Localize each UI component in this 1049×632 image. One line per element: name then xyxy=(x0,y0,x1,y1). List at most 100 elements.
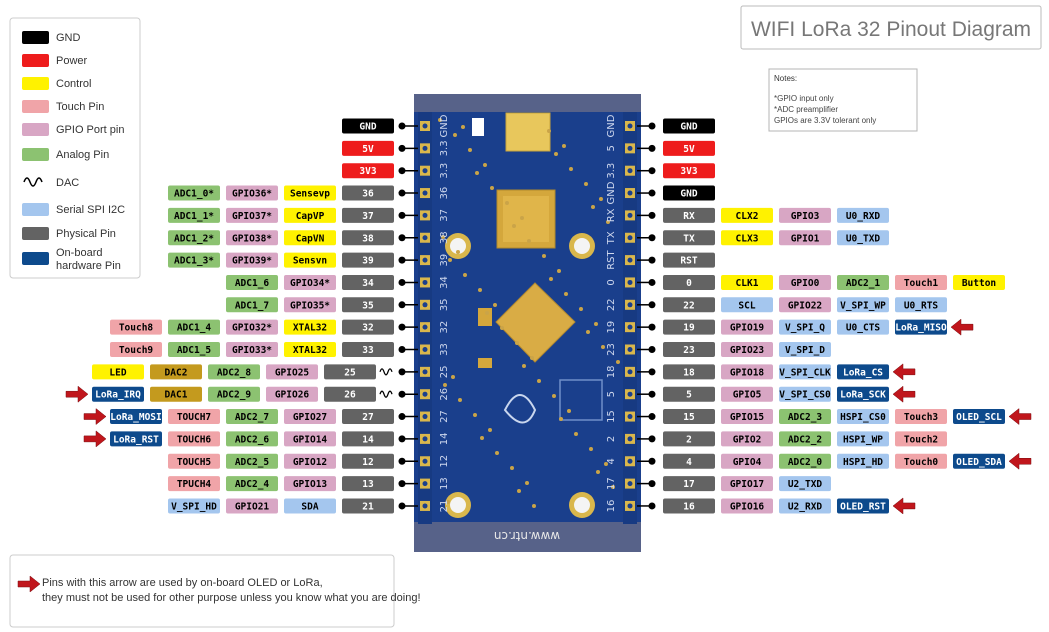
pin-label-gpio: GPIO12 xyxy=(284,453,336,469)
notes-line: *GPIO input only xyxy=(774,94,834,103)
pad-hole xyxy=(422,369,428,375)
legend-item-physical: Physical Pin xyxy=(22,227,116,240)
pin-label-text: GPIO3 xyxy=(791,211,820,222)
pin-label-text: LoRa_MOSI xyxy=(110,412,161,423)
via-dot xyxy=(468,148,472,152)
pad-hole xyxy=(422,257,428,263)
pin-dot xyxy=(398,457,406,465)
pin-label-text: 4 xyxy=(686,457,692,468)
pin-label-box xyxy=(266,364,318,380)
pin-label-text: ADC1_1* xyxy=(174,211,214,222)
pin-label-physical: 36 xyxy=(342,185,394,201)
via-dot xyxy=(579,307,583,311)
pin-label-box xyxy=(168,476,220,492)
via-dot xyxy=(475,171,479,175)
silkscreen-label-left: 38 xyxy=(439,231,450,244)
silkscreen-label-right: 19 xyxy=(606,321,617,334)
pin-label-text: 3V3 xyxy=(680,166,697,177)
pin-label-text: 38 xyxy=(362,233,374,244)
pin-label-physical: 27 xyxy=(342,409,394,425)
pin-label-box xyxy=(110,342,162,357)
pin-label-text: 36 xyxy=(362,189,374,200)
smd-part xyxy=(478,308,492,326)
legend-label: GND xyxy=(56,32,81,44)
legend-swatch xyxy=(22,148,49,161)
pin-label-touch: TOUCH5 xyxy=(168,453,220,469)
pad-hole xyxy=(627,123,633,129)
pin-label-box xyxy=(168,431,220,447)
pin-label-text: LoRa_CS xyxy=(843,367,883,378)
pin-label-box xyxy=(226,297,278,313)
pin-label-text: Touch1 xyxy=(904,278,939,289)
pin-label-text: 5 xyxy=(686,390,692,401)
pin-dot xyxy=(398,189,406,197)
via-dot xyxy=(616,360,620,364)
via-dot xyxy=(515,341,519,345)
pin-label-touch: Touch1 xyxy=(895,274,947,290)
pin-label-gnd: GND xyxy=(663,185,715,201)
via-dot xyxy=(438,118,442,122)
pin-label-box xyxy=(663,431,715,447)
silkscreen-label-left: 3.3 xyxy=(439,163,450,179)
pin-label-box xyxy=(721,498,773,514)
pin-label-text: V_SPI_D xyxy=(785,345,825,356)
pin-dot xyxy=(398,256,406,264)
pin-label-text: V_SPI_WP xyxy=(840,300,886,311)
pin-label-power: 5V xyxy=(663,140,715,156)
pin-dot xyxy=(398,413,406,421)
legend-label: Physical Pin xyxy=(56,228,116,240)
via-dot xyxy=(530,356,534,360)
pin-label-box xyxy=(663,274,715,290)
silkscreen-label-left: 35 xyxy=(439,298,450,311)
pin-label-text: ADC1_3* xyxy=(174,256,214,267)
via-dot xyxy=(446,500,450,504)
silkscreen-label-right: 15 xyxy=(606,410,617,423)
pin-label-touch: Touch2 xyxy=(895,431,947,447)
pin-label-box xyxy=(663,297,715,313)
pin-label-box xyxy=(837,274,889,290)
pin-label-text: Button xyxy=(962,278,996,289)
warning-arrow-icon xyxy=(1008,408,1032,426)
via-dot xyxy=(517,489,521,493)
pin-dot xyxy=(648,435,656,443)
pin-label-text: ADC2_0 xyxy=(788,457,823,468)
legend-item-power: Power xyxy=(22,54,88,67)
pin-label-text: 37 xyxy=(362,211,373,222)
pin-label-box xyxy=(953,409,1005,425)
pin-label-box xyxy=(663,364,715,380)
pin-label-box xyxy=(284,185,336,201)
pin-label-control: CLX2 xyxy=(721,207,773,223)
pin-label-physical: 17 xyxy=(663,476,715,492)
silkscreen-label-right: TX xyxy=(606,231,617,245)
pin-label-text: 12 xyxy=(362,457,373,468)
pin-label-physical: 37 xyxy=(342,207,394,223)
pin-label-dac: DAC1 xyxy=(150,386,202,402)
right-pin-row: GND xyxy=(637,118,715,134)
pin-label-text: LoRa_SCK xyxy=(840,390,886,401)
via-dot xyxy=(594,322,598,326)
pin-label-text: V_SPI_CLK xyxy=(779,367,831,378)
dac-wave-icon xyxy=(379,368,393,376)
pin-label-text: ADC2_7 xyxy=(235,412,269,423)
pin-label-box xyxy=(895,453,947,469)
board-bottom-text: www.ntr.cn xyxy=(494,529,560,543)
via-dot xyxy=(480,436,484,440)
pin-label-analog: ADC2_9 xyxy=(208,386,260,402)
legend-label: GPIO Port pin xyxy=(56,124,124,136)
notes-line: *ADC preamplifier xyxy=(774,105,838,114)
pin-dot xyxy=(648,368,656,376)
pin-label-box xyxy=(779,498,831,514)
pin-label-text: 33 xyxy=(362,345,374,356)
pin-label-text: 39 xyxy=(362,256,374,267)
pin-label-box xyxy=(837,230,889,246)
pin-label-gpio: GPIO27 xyxy=(284,409,336,425)
pin-label-serial: V_SPI_Q xyxy=(779,319,831,335)
via-dot xyxy=(461,125,465,129)
pad-hole xyxy=(422,302,428,308)
pin-label-text: GPIO18 xyxy=(730,367,765,378)
